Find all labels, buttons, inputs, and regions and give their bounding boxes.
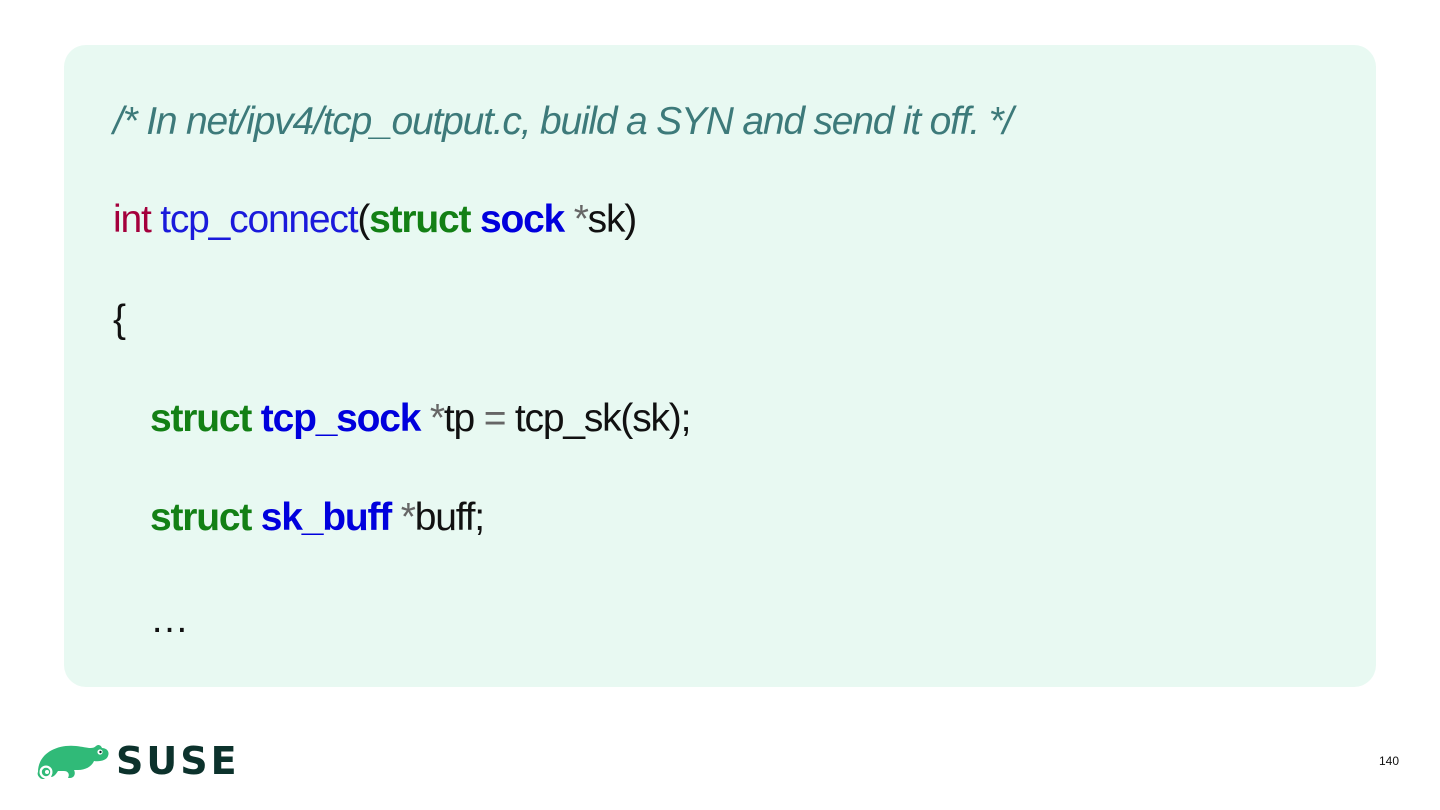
variable-buff: buff;: [414, 496, 485, 539]
code-comment: /* In net/ipv4/tcp_output.c, build a SYN…: [113, 100, 1013, 143]
space: [474, 397, 484, 440]
pointer-star: *: [573, 198, 589, 241]
space: [564, 198, 574, 241]
space: [251, 397, 261, 440]
code-line-function-signature: int tcp_connect(struct sock *sk): [113, 197, 637, 243]
pointer-star: *: [429, 397, 445, 440]
keyword-struct: struct: [150, 397, 252, 440]
code-brace-open: {: [113, 298, 126, 341]
space: [151, 198, 161, 241]
type-tcp-sock: tcp_sock: [260, 397, 422, 440]
space: [251, 496, 261, 539]
brand-wordmark: SUSE: [116, 739, 240, 783]
code-line-buff-declaration: struct sk_buff *buff;: [150, 495, 485, 541]
code-ellipsis: …: [150, 598, 189, 641]
space: [470, 198, 480, 241]
keyword-int: int: [113, 198, 152, 241]
code-panel: [64, 45, 1376, 687]
type-sock: sock: [479, 198, 565, 241]
assign-operator: =: [483, 397, 507, 440]
type-sk-buff: sk_buff: [260, 496, 392, 539]
keyword-struct: struct: [369, 198, 471, 241]
code-line-tp-declaration: struct tcp_sock *tp = tcp_sk(sk);: [150, 396, 692, 442]
keyword-struct: struct: [150, 496, 252, 539]
pointer-star: *: [400, 496, 416, 539]
page-number: 140: [1378, 754, 1399, 768]
paren-close: ): [624, 198, 637, 241]
suse-chameleon-icon: [37, 744, 109, 780]
variable-tp: tp: [443, 397, 475, 440]
space: [391, 496, 401, 539]
paren-open: (: [357, 198, 370, 241]
space: [420, 397, 430, 440]
assign-expression: tcp_sk(sk);: [505, 397, 692, 440]
param-name: sk: [587, 198, 626, 241]
function-name: tcp_connect: [160, 198, 358, 241]
